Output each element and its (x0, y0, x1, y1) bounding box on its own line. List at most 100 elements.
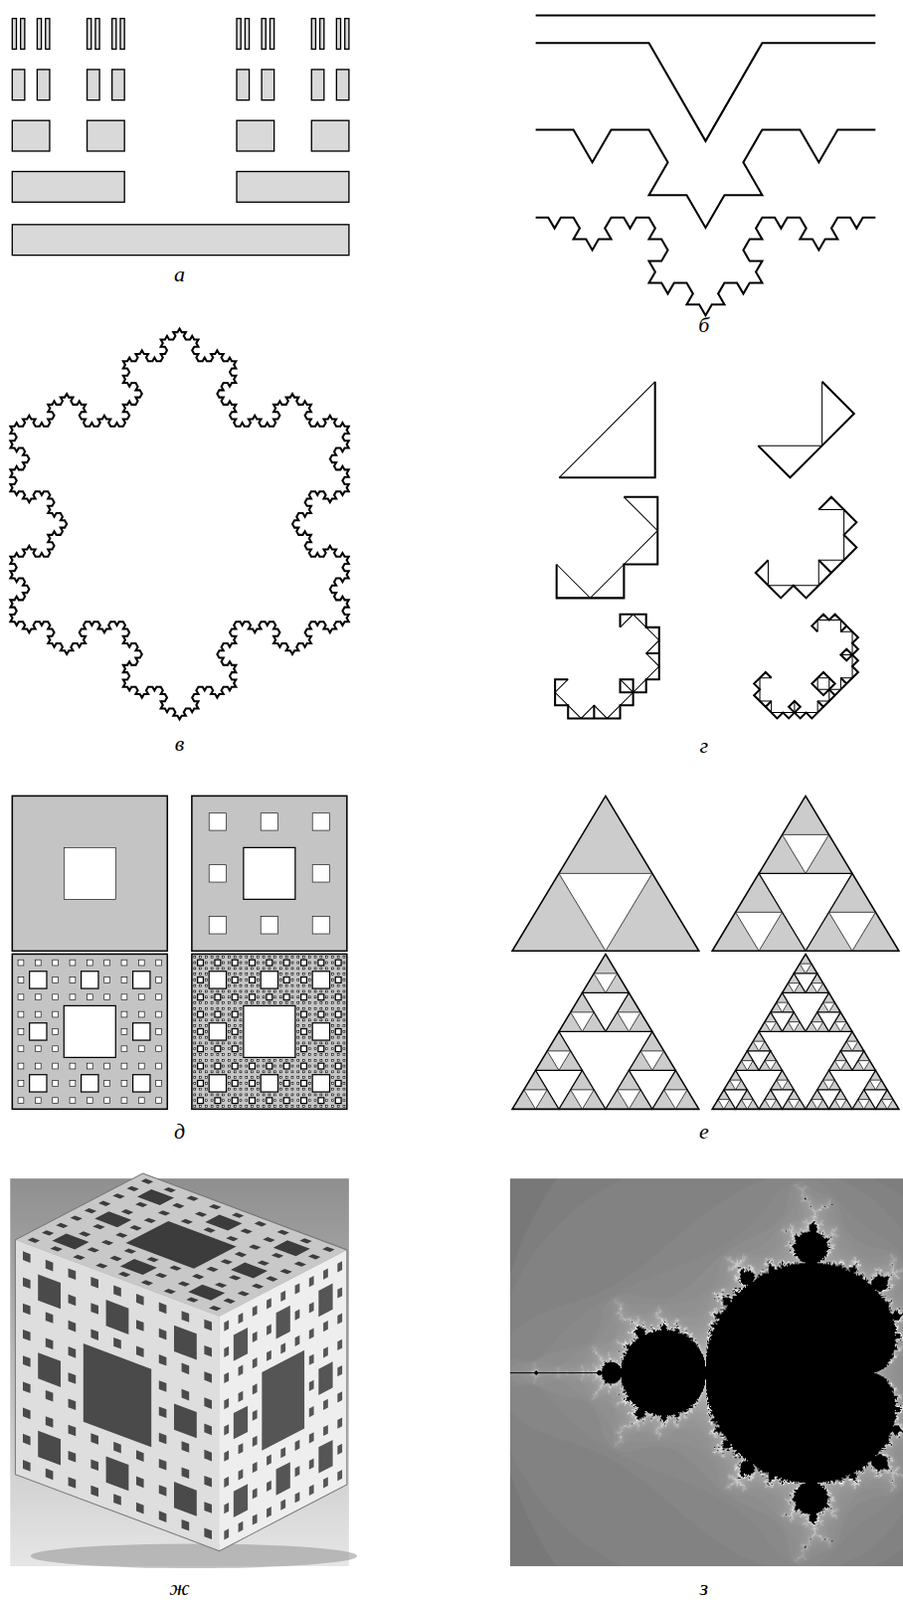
carpet-hole (86, 959, 93, 966)
sponge-hole (121, 1209, 134, 1215)
carpet-hole (193, 1007, 196, 1010)
sponge-hole (118, 1271, 131, 1277)
carpet-hole (335, 977, 342, 984)
carpet-hole (216, 1059, 219, 1062)
triangle-hole (823, 1002, 836, 1013)
carpet-hole (297, 1036, 300, 1039)
carpet-hole (233, 1105, 236, 1108)
triangle-hole (718, 1099, 730, 1110)
carpet-hole (297, 996, 300, 999)
sponge-hole (126, 1186, 139, 1192)
carpet-hole (297, 967, 300, 970)
carpet-hole (274, 1105, 277, 1108)
carpet-hole (326, 1019, 329, 1022)
sponge-hole (309, 1458, 315, 1470)
levy-previous (767, 509, 844, 585)
carpet-hole (279, 973, 282, 976)
sponge-hole (254, 1221, 267, 1227)
sponge-hole (228, 1274, 241, 1280)
carpet-hole (297, 1025, 300, 1028)
carpet-hole (245, 1077, 248, 1080)
sponge-hole (323, 1425, 329, 1437)
triangle-hole (729, 1080, 742, 1090)
carpet-hole (297, 1042, 300, 1045)
carpet-hole (297, 1082, 300, 1084)
carpet-hole (239, 961, 242, 964)
cantor-bar (311, 69, 325, 101)
carpet-hole (337, 1019, 340, 1022)
carpet-hole (193, 955, 196, 958)
levy-previous (558, 381, 655, 478)
carpet-hole (331, 1013, 334, 1016)
sponge-hole (146, 1257, 159, 1263)
sponge-hole (337, 1417, 343, 1429)
sponge-hole (309, 1275, 315, 1287)
carpet-hole (17, 994, 24, 1001)
sponge-hole (280, 1342, 286, 1354)
carpet-hole (331, 990, 334, 993)
carpet-hole (314, 961, 317, 964)
carpet-hole (204, 996, 207, 999)
sponge-hole (220, 1259, 233, 1265)
panel-letter: в (175, 732, 185, 755)
carpet-hole (262, 1093, 265, 1096)
carpet-hole (233, 967, 236, 970)
carpet-hole (251, 1002, 254, 1005)
triangle-base (512, 795, 700, 951)
carpet-hole (256, 1059, 259, 1062)
triangle-hole (776, 1002, 789, 1013)
carpet-hole (301, 1097, 308, 1104)
sponge-hole (208, 1204, 221, 1210)
carpet-hole (343, 1087, 346, 1090)
carpet-hole (285, 955, 288, 958)
sponge-hole (92, 1224, 105, 1230)
carpet-hole (249, 977, 256, 984)
carpet-hole (331, 984, 334, 987)
carpet-hole (279, 967, 282, 970)
carpet-hole (204, 1065, 207, 1068)
sponge-hole (101, 1240, 114, 1246)
sponge-hole (266, 1297, 272, 1309)
sponge-hole (136, 1319, 145, 1332)
triangle-base (512, 953, 700, 1109)
carpet-square (191, 795, 348, 951)
carpet-hole (208, 813, 226, 831)
carpet-hole (204, 1013, 207, 1016)
cantor-bar (11, 224, 350, 256)
sponge-hole (261, 1350, 305, 1451)
carpet-hole (199, 1054, 202, 1057)
cantor-bar (95, 18, 100, 50)
carpet-hole (204, 1007, 207, 1010)
carpet-hole (34, 1063, 41, 1070)
carpet-hole (297, 973, 300, 976)
triangle-hole (858, 1061, 871, 1072)
carpet-hole (156, 994, 163, 1001)
carpet-hole (318, 1063, 325, 1070)
sponge-hole (223, 1319, 229, 1331)
carpet-hole (308, 1059, 311, 1062)
carpet-hole (337, 1105, 340, 1108)
carpet-hole (138, 994, 145, 1001)
carpet-hole (308, 1013, 311, 1016)
cantor-bar (45, 18, 50, 50)
carpet-hole (291, 978, 294, 981)
carpet-hole (312, 1023, 330, 1041)
sponge-hole (113, 1284, 122, 1297)
carpet-hole (63, 847, 116, 900)
carpet-hole (308, 1036, 311, 1039)
carpet-hole (303, 1025, 306, 1028)
cantor-bar (336, 18, 341, 50)
carpet-hole (274, 1099, 277, 1102)
carpet-hole (133, 971, 151, 989)
carpet-hole (291, 1059, 294, 1062)
cantor-bar (261, 18, 266, 50)
carpet-hole (227, 1019, 230, 1022)
carpet-hole (208, 1075, 226, 1092)
carpet-hole (222, 1042, 225, 1045)
carpet-hole (343, 955, 346, 958)
sponge-hole (181, 1363, 190, 1376)
koch-iteration (536, 217, 877, 317)
sponge-hole (252, 1436, 258, 1447)
carpet-hole (303, 1042, 306, 1045)
sponge-hole (37, 1352, 61, 1388)
